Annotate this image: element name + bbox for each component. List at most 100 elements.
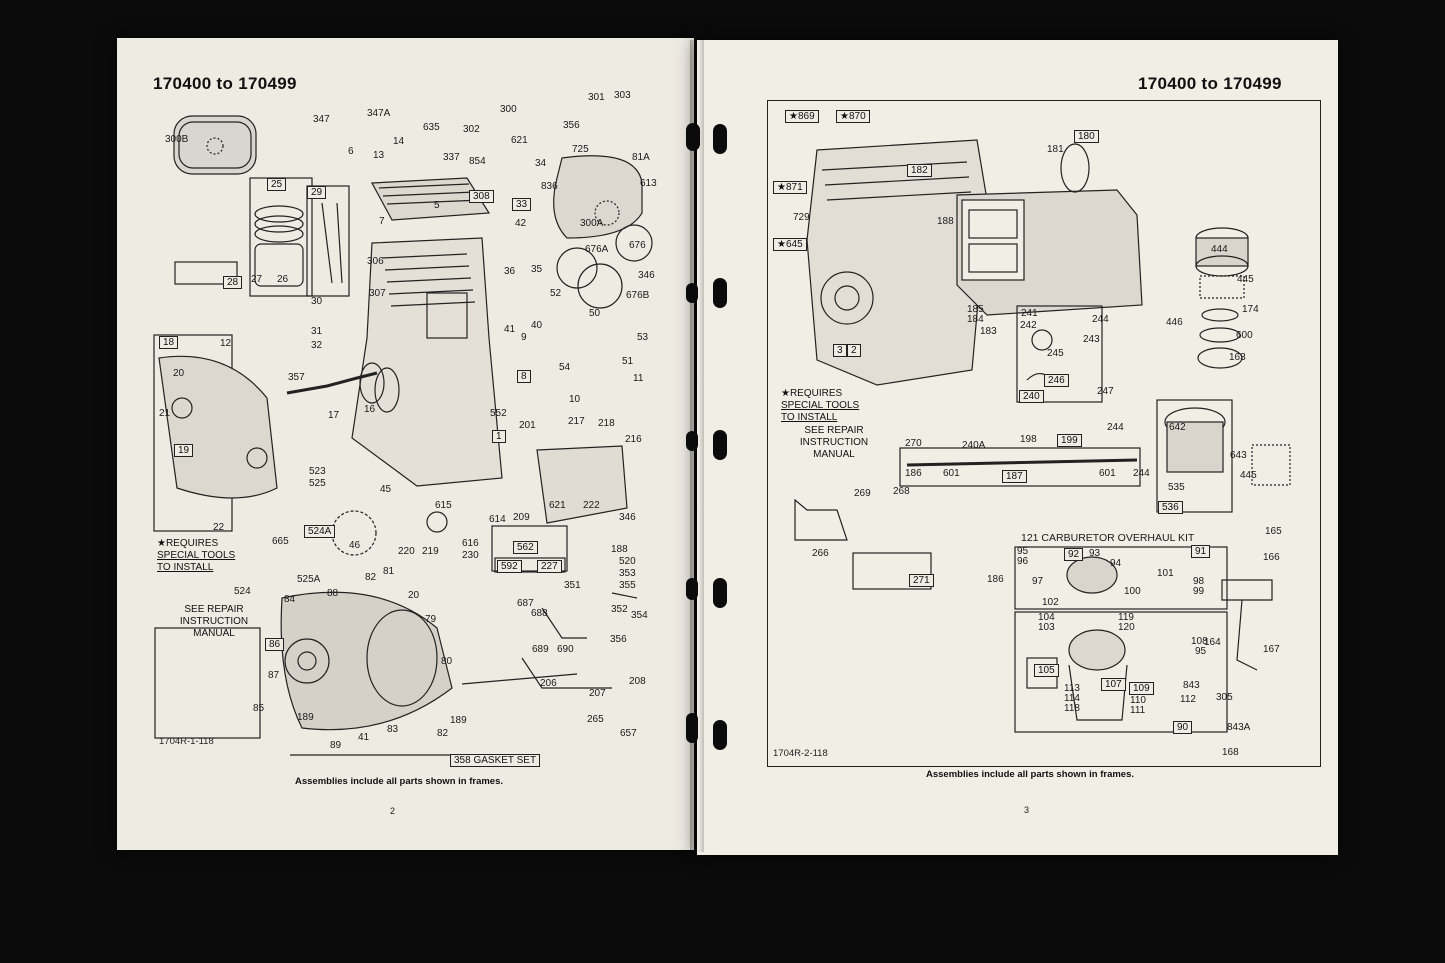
callout: 53 <box>637 332 649 343</box>
callout: 843A <box>1227 722 1251 733</box>
callout: 240A <box>962 440 986 451</box>
callout: 22 <box>213 522 225 533</box>
callout-box: 271 <box>909 574 934 587</box>
callout: 657 <box>620 728 637 739</box>
callout: 113 <box>1064 683 1080 694</box>
callout: 242 <box>1020 320 1037 331</box>
callout: 209 <box>513 512 530 523</box>
callout: 52 <box>550 288 562 299</box>
callout: 119 <box>1118 612 1134 623</box>
callout: 168 <box>1222 747 1239 758</box>
callout: 616 <box>462 538 479 549</box>
callout: 524 <box>234 586 251 597</box>
callout: 729 <box>793 212 810 223</box>
callout: 665 <box>272 536 289 547</box>
note-line: MANUAL <box>193 628 235 639</box>
callout-box: 227 <box>537 560 562 573</box>
callout: 216 <box>625 434 642 445</box>
callout: 6 <box>348 146 354 157</box>
right-page: 170400 to 170499 <box>697 40 1338 855</box>
callout-box: ★869 <box>785 110 819 123</box>
right-exploded-diagram <box>794 139 1291 733</box>
callout: 26 <box>277 274 289 285</box>
callout: 621 <box>549 500 566 511</box>
callout-box: 536 <box>1158 501 1183 514</box>
callout: 201 <box>519 420 536 431</box>
callout: 12 <box>220 338 232 349</box>
callout: 208 <box>629 676 646 687</box>
callout-box: 524A <box>304 525 336 538</box>
callout: 13 <box>373 150 385 161</box>
callout: 98 <box>1193 576 1205 587</box>
callout: 303 <box>614 90 631 101</box>
callout: 81A <box>632 152 650 163</box>
callout: 445 <box>1240 470 1257 481</box>
callout: 676 <box>629 240 646 251</box>
note-line: ★REQUIRES <box>157 538 219 549</box>
callout: 635 <box>423 122 440 133</box>
callout: 446 <box>1166 317 1183 328</box>
callout: 302 <box>463 124 480 135</box>
callout: 32 <box>311 340 323 351</box>
callout: 601 <box>1099 468 1116 479</box>
callout: 5 <box>434 200 440 211</box>
callout: 186 <box>905 468 922 479</box>
callout: 189 <box>450 715 467 726</box>
callout: 100 <box>1124 586 1141 597</box>
callout: 181 <box>1047 144 1064 155</box>
gasket-set-label: 358 GASKET SET <box>450 754 541 767</box>
callout-box: 308 <box>469 190 494 203</box>
callout: 244 <box>1092 314 1109 325</box>
callout: 222 <box>583 500 600 511</box>
callout-box: 28 <box>223 276 243 289</box>
callout: 163 <box>1229 352 1246 363</box>
callout: 444 <box>1211 244 1228 255</box>
callout: 9 <box>521 332 527 343</box>
callout: 110 <box>1130 695 1146 706</box>
callout-box: ★645 <box>773 238 807 251</box>
right-page-header: 170400 to 170499 <box>1138 74 1282 93</box>
callout: 725 <box>572 144 589 155</box>
callout: 11 <box>633 373 644 384</box>
callout: 642 <box>1169 422 1186 433</box>
callout: 218 <box>598 418 615 429</box>
callout: 174 <box>1242 304 1259 315</box>
callout: 206 <box>540 678 557 689</box>
callout: 97 <box>1032 576 1044 587</box>
callout: 217 <box>568 416 585 427</box>
callout: 347A <box>367 108 391 119</box>
callout: 103 <box>1038 622 1055 633</box>
callout: 166 <box>1263 552 1280 563</box>
callout: 188 <box>937 216 954 227</box>
callout: 20 <box>408 590 420 601</box>
callout: 31 <box>311 326 323 337</box>
callout: 186 <box>987 574 1004 585</box>
callout-box: 246 <box>1044 374 1069 387</box>
callout: 305 <box>1216 692 1233 703</box>
callout: 220 <box>398 546 415 557</box>
callout: 10 <box>569 394 581 405</box>
callout: 87 <box>268 670 280 681</box>
callout-box: 92 <box>1064 548 1084 561</box>
callout: 99 <box>1193 586 1205 597</box>
callout-box: 29 <box>307 186 327 199</box>
binder-hole <box>686 578 698 600</box>
binder-hole <box>713 430 727 460</box>
callout: 552 <box>490 408 507 419</box>
callout: 230 <box>462 550 479 561</box>
page-number: 2 <box>390 806 396 816</box>
callout: 54 <box>559 362 571 373</box>
callout: 854 <box>469 156 486 167</box>
callout: 102 <box>1042 597 1059 608</box>
callout: 118 <box>1064 703 1080 714</box>
callout: 301 <box>588 92 605 103</box>
figure-caption: Assemblies include all parts shown in fr… <box>926 769 1135 780</box>
callout: 198 <box>1020 434 1037 445</box>
callout: 16 <box>364 404 376 415</box>
callout: 601 <box>943 468 960 479</box>
callout: 50 <box>589 308 601 319</box>
callout-box: 1 <box>492 430 506 443</box>
callout: 35 <box>531 264 543 275</box>
callout: 95 <box>1195 646 1207 657</box>
callout: 30 <box>311 296 323 307</box>
